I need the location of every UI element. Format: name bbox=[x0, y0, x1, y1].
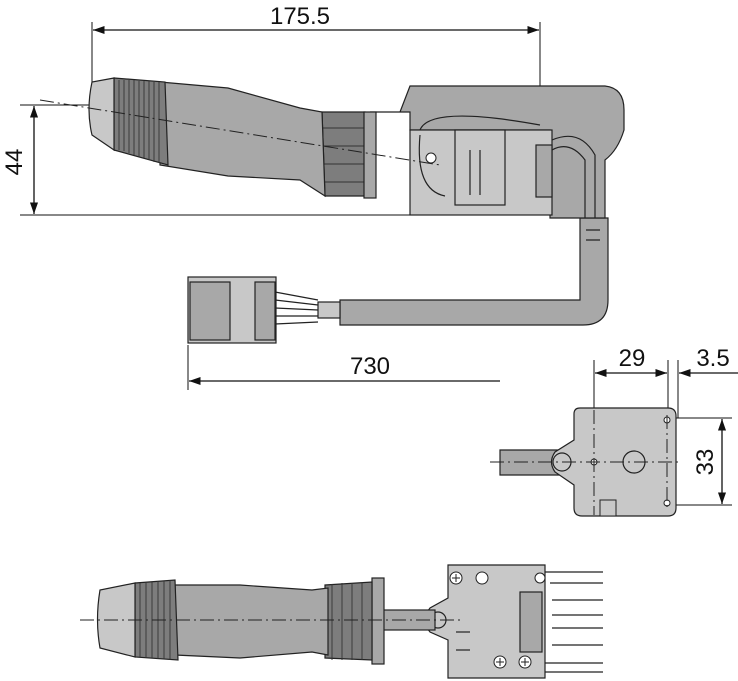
dimension-cable-length: 730 bbox=[187, 345, 500, 390]
cable-length-label: 730 bbox=[350, 353, 390, 380]
overall-length-label: 175.5 bbox=[270, 3, 330, 30]
mount-offset-label: 29 bbox=[619, 345, 646, 372]
mount-edge-label: 3.5 bbox=[696, 345, 729, 372]
cable bbox=[339, 217, 609, 326]
mount-height-label: 33 bbox=[692, 449, 719, 476]
side-lever-shaft bbox=[174, 584, 329, 659]
dimension-height: 44 bbox=[1, 104, 415, 216]
lever-switch-side-view bbox=[80, 564, 603, 679]
rubber-boot bbox=[321, 111, 371, 197]
height-label: 44 bbox=[1, 149, 28, 176]
lever-switch-top-view bbox=[39, 77, 625, 344]
mount-plate-view: 29 3.5 33 bbox=[490, 345, 738, 517]
dimension-overall-length: 175.5 bbox=[91, 3, 541, 140]
lever-knob bbox=[113, 77, 169, 166]
lever-shaft bbox=[159, 81, 326, 198]
